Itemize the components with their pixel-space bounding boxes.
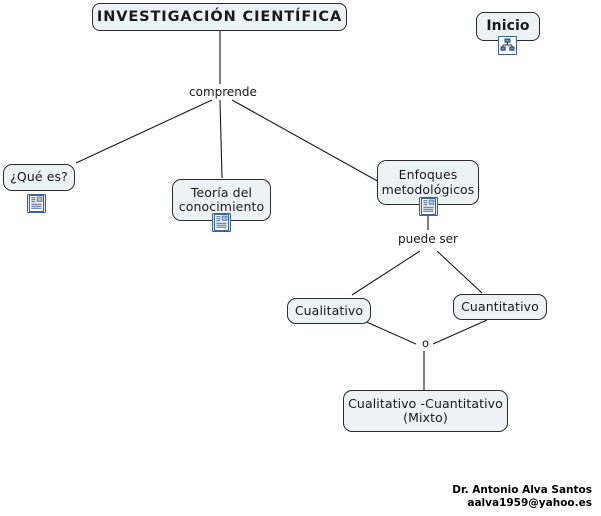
node-cualitativo-cuantitativo-mixto[interactable]: Cualitativo -Cuantitativo (Mixto)	[343, 390, 508, 432]
document-resource-icon[interactable]	[419, 197, 438, 216]
node-label-line1: Cualitativo -Cuantitativo	[348, 395, 503, 411]
node-label-line2: conocimiento	[178, 199, 265, 214]
node-label-line2: metodológicos	[381, 181, 475, 197]
node-label: INVESTIGACIÓN CIENTÍFICA	[96, 8, 343, 25]
edge-puede-ser-to-cuantitativo	[436, 250, 483, 294]
edge-comprende-to-que-es	[75, 99, 213, 164]
node-label-line1: Teoría del	[190, 184, 253, 200]
node-label: Inicio	[486, 18, 530, 35]
node-label: Cualitativo -Cuantitativo (Mixto)	[348, 395, 503, 426]
author-name: Dr. Antonio Alva Santos	[452, 484, 592, 496]
author-email: aalva1959@yahoo.es	[467, 497, 592, 509]
node-teoria-del-conocimiento[interactable]: Teoría del conocimiento	[172, 179, 271, 221]
link-label-comprende: comprende	[187, 85, 259, 99]
node-cuantitativo[interactable]: Cuantitativo	[453, 294, 547, 320]
node-label-line1: Enfoques	[398, 167, 458, 182]
concept-map-icon[interactable]	[498, 36, 517, 55]
node-label: ¿Qué es?	[10, 169, 68, 185]
node-cualitativo[interactable]: Cualitativo	[287, 298, 371, 324]
author-signature: Dr. Antonio Alva Santos aalva1959@yahoo.…	[452, 484, 592, 510]
node-investigacion-cientifica[interactable]: INVESTIGACIÓN CIENTÍFICA	[92, 3, 347, 31]
link-label-o: o	[420, 336, 432, 350]
link-label-puede-ser: puede ser	[396, 232, 460, 246]
node-label-line2: (Mixto)	[403, 410, 448, 425]
node-label: Teoría del conocimiento	[178, 184, 265, 215]
node-label: Cuantitativo	[461, 298, 539, 314]
node-label: Enfoques metodológicos	[381, 167, 475, 197]
document-resource-icon[interactable]	[212, 213, 231, 232]
node-label: Cualitativo	[294, 302, 364, 318]
edge-puede-ser-to-cualitativo	[351, 250, 421, 296]
node-que-es[interactable]: ¿Qué es?	[3, 164, 75, 191]
edge-comprende-to-enfoques	[231, 99, 382, 184]
edge-cualitativo-to-o	[361, 319, 417, 345]
edge-comprende-to-teoria	[219, 99, 223, 179]
document-resource-icon[interactable]	[27, 194, 46, 213]
node-inicio[interactable]: Inicio	[476, 12, 540, 41]
edge-cuantitativo-to-o	[432, 319, 488, 345]
